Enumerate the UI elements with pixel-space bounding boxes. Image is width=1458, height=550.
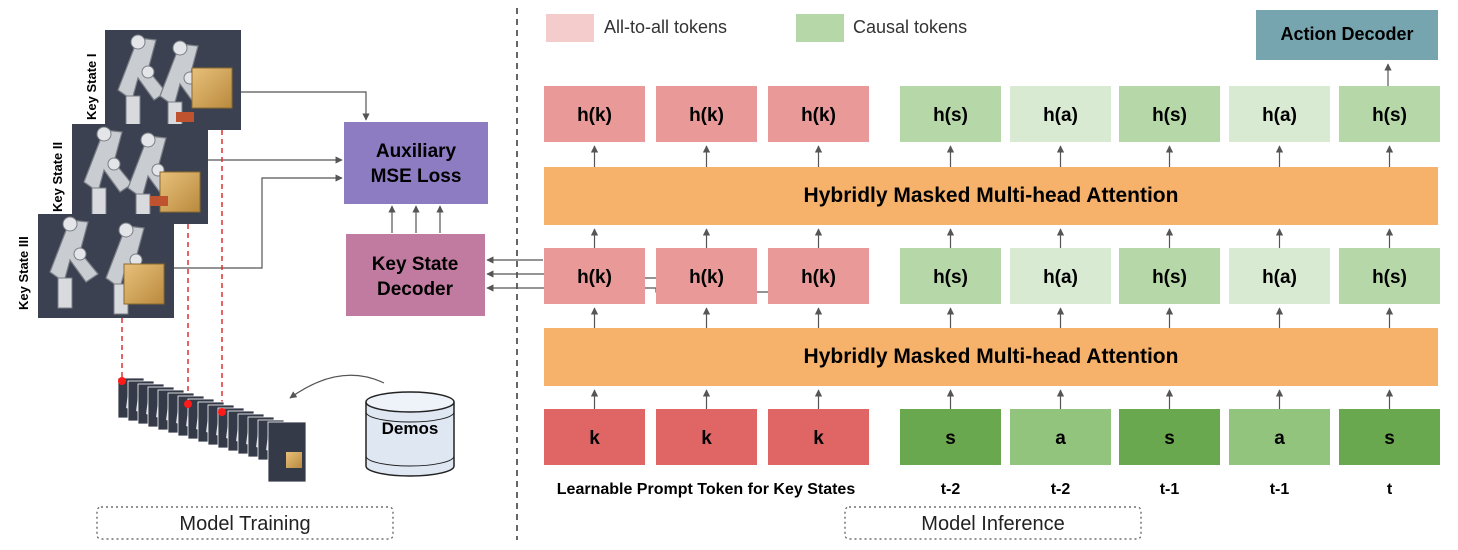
mid-token-label-1: h(k)	[577, 267, 612, 288]
mid-token-box-6	[1119, 248, 1220, 304]
prompt-caption: Learnable Prompt Token for Key States	[557, 481, 856, 498]
mid-token-label-8: h(s)	[1372, 267, 1407, 288]
all-to-all-legend-swatch	[546, 14, 594, 42]
decoder-label-line-2: Decoder	[377, 279, 454, 300]
token-arrows	[590, 145, 1394, 409]
causal-legend-label: Causal tokens	[853, 17, 967, 37]
key-state-image-3	[38, 214, 174, 318]
time-label-1: t-2	[941, 481, 961, 498]
input-token-box-2	[656, 409, 757, 465]
attention-label-lower: Hybridly Masked Multi-head Attention	[804, 345, 1179, 368]
action-decoder-box	[1256, 10, 1438, 60]
input-token-label-2: k	[701, 428, 712, 449]
input-token-label-4: s	[945, 428, 956, 449]
top-token-box-3	[768, 86, 869, 142]
mid-token-box-8	[1339, 248, 1440, 304]
top-token-label-2: h(k)	[689, 105, 724, 126]
model-training-label: Model Training	[179, 513, 310, 535]
loss-label-line-2: MSE Loss	[371, 166, 462, 187]
mid-token-label-5: h(a)	[1043, 267, 1078, 288]
key-state-label-1: Key State I	[84, 54, 99, 120]
time-labels: t-2 t-2 t-1 t-1 t	[941, 481, 1393, 498]
input-token-box-7	[1229, 409, 1330, 465]
mid-token-box-7	[1229, 248, 1330, 304]
demo-frame-stack	[117, 377, 307, 483]
time-label-3: t-1	[1160, 481, 1180, 498]
demos-label: Demos	[382, 419, 439, 438]
decoder-to-loss-arrows	[388, 205, 444, 233]
time-label-4: t-1	[1270, 481, 1290, 498]
model-training-frame	[96, 506, 394, 540]
input-token-box-6	[1119, 409, 1220, 465]
top-token-label-8: h(s)	[1372, 105, 1407, 126]
top-token-label-1: h(k)	[577, 105, 612, 126]
input-token-label-1: k	[589, 428, 600, 449]
causal-legend-swatch	[796, 14, 844, 42]
top-token-box-2	[656, 86, 757, 142]
model-inference-label: Model Inference	[921, 513, 1064, 535]
image-to-loss-arrows	[174, 91, 370, 269]
input-token-label-3: k	[813, 428, 824, 449]
mid-token-label-7: h(a)	[1262, 267, 1297, 288]
top-token-label-7: h(a)	[1262, 105, 1297, 126]
key-state-label-3: Key State III	[16, 236, 31, 310]
input-token-box-4	[900, 409, 1001, 465]
demos-database	[365, 391, 455, 477]
auxiliary-mse-loss-box	[344, 122, 488, 204]
key-state-image-1	[105, 30, 241, 133]
top-token-box-7	[1229, 86, 1330, 142]
loss-label-line-1: Auxiliary	[376, 141, 457, 162]
model-inference-frame	[844, 506, 1142, 540]
key-state-decoder-box	[346, 234, 485, 316]
demos-to-frames-arrow	[289, 374, 385, 399]
attention-label-upper: Hybridly Masked Multi-head Attention	[804, 184, 1179, 207]
top-token-box-8	[1339, 86, 1440, 142]
input-token-label-5: a	[1055, 428, 1066, 449]
top-token-box-6	[1119, 86, 1220, 142]
time-label-2: t-2	[1051, 481, 1071, 498]
token-rows: h(k) h(k) h(k) h(s) h(a) h(s) h(a) h(s) h(k) h(k)…	[544, 86, 1440, 465]
top-token-box-1	[544, 86, 645, 142]
mid-token-box-5	[1010, 248, 1111, 304]
top-token-label-5: h(a)	[1043, 105, 1078, 126]
all-to-all-legend-label: All-to-all tokens	[604, 17, 727, 37]
top-token-label-6: h(s)	[1152, 105, 1187, 126]
mid-token-box-1	[544, 248, 645, 304]
input-token-box-3	[768, 409, 869, 465]
action-decoder-label: Action Decoder	[1280, 24, 1413, 44]
input-token-box-8	[1339, 409, 1440, 465]
input-token-label-7: a	[1274, 428, 1285, 449]
attention-block-upper	[544, 167, 1438, 225]
mid-token-label-3: h(k)	[801, 267, 836, 288]
mid-token-label-2: h(k)	[689, 267, 724, 288]
mid-token-box-4	[900, 248, 1001, 304]
mid-token-box-2	[656, 248, 757, 304]
time-label-5: t	[1387, 481, 1393, 498]
key-state-trace-lines	[121, 130, 223, 408]
top-token-box-5	[1010, 86, 1111, 142]
input-token-label-6: s	[1164, 428, 1175, 449]
mid-token-label-6: h(s)	[1152, 267, 1187, 288]
input-token-box-5	[1010, 409, 1111, 465]
key-state-label-2: Key State II	[50, 142, 65, 212]
attention-block-lower	[544, 328, 1438, 386]
decoder-label-line-1: Key State	[372, 254, 459, 275]
input-token-label-8: s	[1384, 428, 1395, 449]
key-state-image-2	[72, 124, 208, 225]
mid-token-box-3	[768, 248, 869, 304]
top-token-box-4	[900, 86, 1001, 142]
top-token-label-4: h(s)	[933, 105, 968, 126]
top-token-label-3: h(k)	[801, 105, 836, 126]
mid-token-label-4: h(s)	[933, 267, 968, 288]
input-token-box-1	[544, 409, 645, 465]
